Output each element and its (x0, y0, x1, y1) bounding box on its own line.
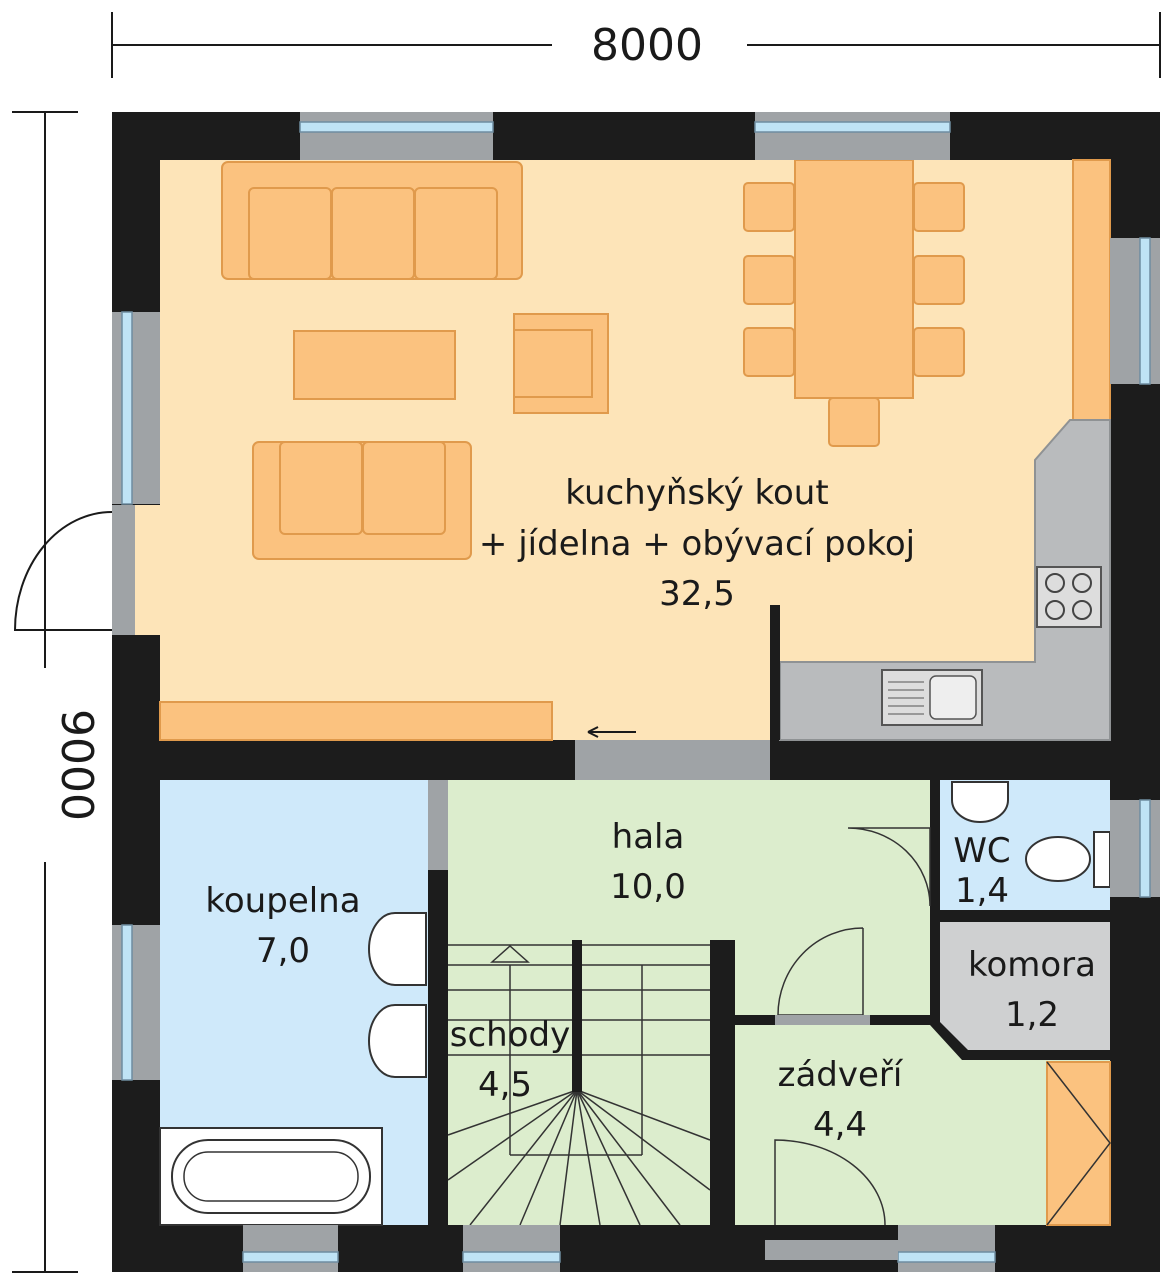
stove-icon (1036, 566, 1102, 628)
door-swing-icon (777, 827, 931, 1016)
bathtub-icon (159, 1127, 383, 1226)
wc-area: 1,4 (955, 871, 1009, 911)
bathroom-area: 7,0 (256, 931, 310, 971)
bathroom-label: koupelna (205, 881, 360, 921)
storage-area: 1,2 (1005, 995, 1059, 1035)
storage-label: komora (968, 945, 1096, 985)
storage-room (940, 922, 1110, 1050)
hall-label: hala (612, 817, 685, 857)
vestibule-area: 4,4 (813, 1105, 867, 1145)
toilet-icon (951, 781, 1111, 888)
living-room-label-1: kuchyňský kout (565, 473, 828, 513)
living-room-area: 32,5 (659, 574, 735, 614)
stair-wall (572, 940, 582, 1092)
dining-table (743, 159, 965, 447)
entrance-door-swing-icon (774, 1139, 886, 1226)
vestibule-label: zádveří (778, 1055, 904, 1095)
height-dimension-label: 9000 (51, 709, 102, 821)
terrace-door-icon (13, 505, 135, 635)
width-dimension: 8000 (111, 12, 1161, 78)
stairs-label: schody (450, 1015, 570, 1055)
kitchen-cabinet-upper (1072, 159, 1111, 421)
vestibule (735, 1025, 1110, 1225)
hall (448, 780, 930, 1225)
sofa-two-seat (252, 441, 472, 560)
height-dimension: 9000 (12, 111, 102, 1273)
entrance-door-threshold (765, 1240, 898, 1260)
doorway-living-hall (575, 740, 770, 780)
width-dimension-label: 8000 (591, 20, 703, 71)
partition-wall (770, 605, 780, 740)
washbasin-icon (368, 912, 427, 1078)
hall-area: 10,0 (610, 867, 686, 907)
wc-label: WC (953, 831, 1010, 871)
armchair (513, 313, 609, 414)
living-room-label-2: + jídelna + obývací pokoj (479, 524, 915, 564)
windows (112, 112, 1160, 1272)
coffee-table (293, 330, 456, 400)
sink-icon (881, 669, 983, 726)
wardrobe (1046, 1061, 1111, 1226)
stairs-area: 4,5 (478, 1065, 532, 1105)
arrow-icon (587, 726, 636, 738)
sideboard (159, 701, 553, 741)
sofa-three-seat (221, 161, 523, 280)
